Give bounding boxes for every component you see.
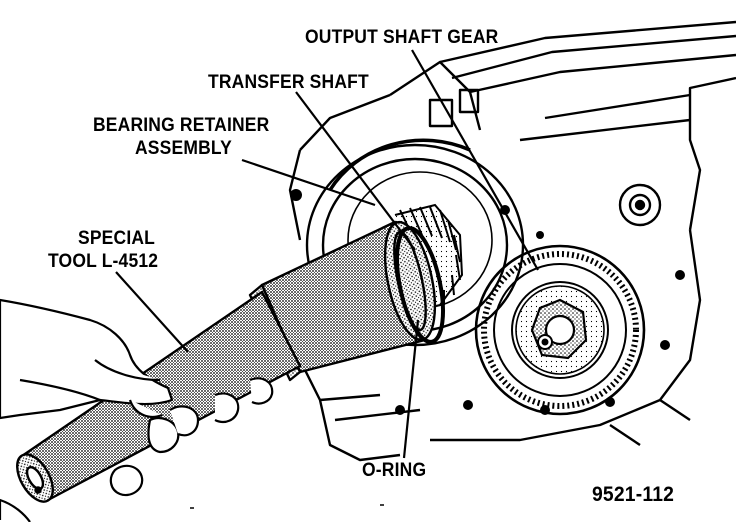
leader-lines [115,49,539,459]
label-transfer-shaft: TRANSFER SHAFT [208,72,369,93]
label-output-shaft-gear: OUTPUT SHAFT GEAR [305,27,499,48]
label-special-tool-line2: TOOL L-4512 [48,251,159,272]
transmission-case [288,20,736,462]
left-hand [0,298,174,522]
ground-marks [190,504,384,509]
o-ring [395,226,445,344]
label-o-ring: O-RING [362,460,427,481]
figure-number: 9521-112 [592,483,675,506]
label-bearing-retainer-line1: BEARING RETAINER [93,115,270,136]
right-hand-fingers [109,377,274,497]
output-shaft-gear [474,244,646,416]
label-bearing-retainer-line2: ASSEMBLY [135,138,233,159]
label-special-tool-line1: SPECIAL [78,228,156,249]
